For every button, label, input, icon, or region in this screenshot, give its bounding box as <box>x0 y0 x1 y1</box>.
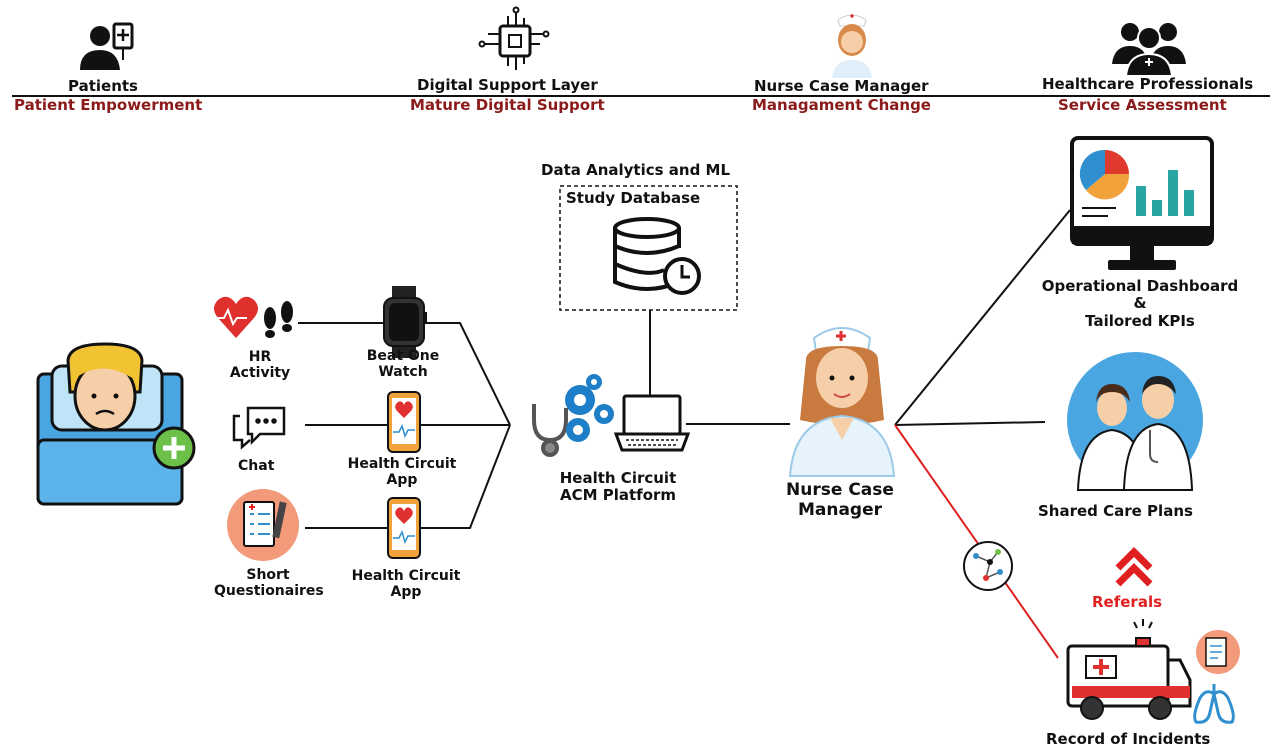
phone-app-icon <box>387 391 421 453</box>
heart-rate-icon <box>214 296 258 338</box>
laptop-icon <box>613 394 691 452</box>
watch-icon <box>383 286 427 358</box>
footsteps-icon <box>264 301 293 338</box>
header-subtitle-digital: Mature Digital Support <box>410 96 605 114</box>
referral-connector <box>894 424 1059 659</box>
lungs-icon <box>1193 684 1235 724</box>
dashboard-connector <box>894 209 1071 426</box>
database-icon <box>613 217 681 291</box>
nurse-case-manager-illustration <box>788 327 896 477</box>
gears-icon <box>565 374 614 442</box>
header-subtitle-nurse: Managament Change <box>752 96 931 114</box>
database-label: Study Database <box>566 189 701 207</box>
dashboard-label: Operational Dashboard & Tailored KPIs <box>1041 277 1239 330</box>
nurse-icon <box>832 14 872 78</box>
app2-connector <box>305 424 511 529</box>
medical-report-icon <box>1196 630 1240 674</box>
patient-iv-icon <box>80 22 134 70</box>
header-subtitle-professionals: Service Assessment <box>1058 96 1227 114</box>
watch-connector <box>298 322 511 426</box>
network-graph-icon <box>963 541 1013 591</box>
chat-icon <box>232 406 286 450</box>
doctors-group-icon <box>1112 23 1186 77</box>
care-plans-label: Shared Care Plans <box>1038 502 1193 520</box>
patient-bed-illustration <box>36 342 196 506</box>
database-box <box>559 185 738 311</box>
chat-label: Chat <box>238 458 275 474</box>
connectors <box>298 209 1071 529</box>
doctors-illustration <box>1067 352 1203 491</box>
analytics-title: Data Analytics and ML <box>541 161 731 179</box>
referrals-label: Referals <box>1092 593 1163 611</box>
ambulance-icon <box>1066 619 1192 720</box>
stethoscope-icon <box>532 404 568 457</box>
header-role-digital: Digital Support Layer <box>417 76 598 94</box>
header-role-professionals: Healthcare Professionals <box>1042 75 1254 93</box>
chip-icon <box>478 6 550 70</box>
dashboard-monitor-icon <box>1070 136 1214 270</box>
header-subtitle-patients: Patient Empowerment <box>14 96 203 114</box>
clock-icon <box>663 257 701 295</box>
header-role-nurse: Nurse Case Manager <box>754 77 929 95</box>
referral-chevrons-icon <box>1115 547 1153 587</box>
careplans-connector <box>894 421 1046 426</box>
questionnaire-icon <box>227 489 299 561</box>
incidents-label: Record of Incidents <box>1046 730 1211 748</box>
phone-app-icon <box>387 497 421 559</box>
header-role-patients: Patients <box>68 77 138 95</box>
